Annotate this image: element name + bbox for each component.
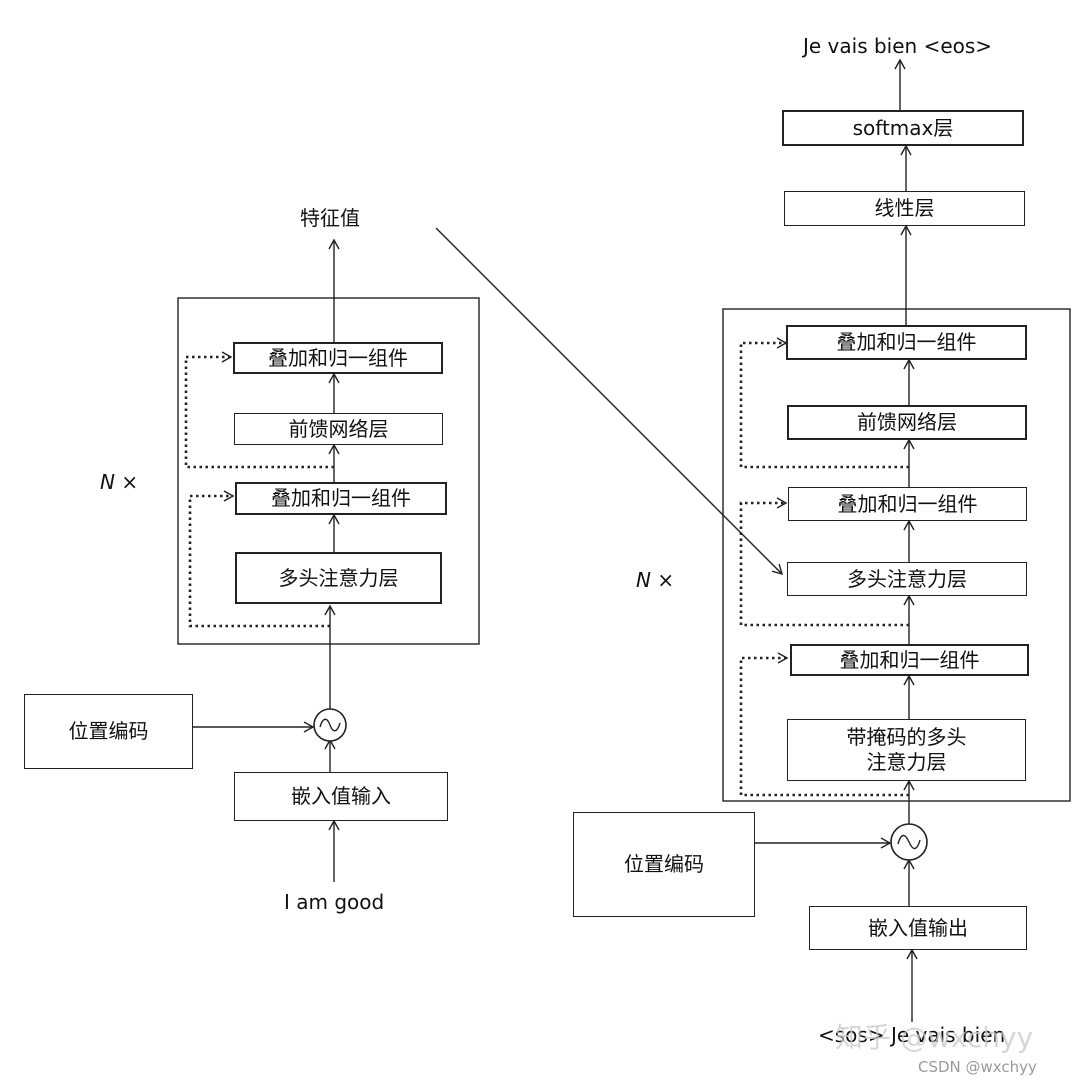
enc-sine-icon xyxy=(319,718,341,732)
dec-residual-3 xyxy=(739,337,909,469)
zhihu-watermark: 知乎 @wxchyy xyxy=(835,1021,1034,1054)
decoder-input-text: <sos> Je vais bien xyxy=(818,1023,1006,1047)
enc-residual-2 xyxy=(184,351,334,469)
dec-positional-encoding-box: 位置编码 xyxy=(573,812,755,917)
dec-softmax-box: softmax层 xyxy=(782,110,1024,146)
enc-add-norm-top-box: 叠加和归一组件 xyxy=(233,342,443,374)
dec-masked-attention-line2: 注意力层 xyxy=(866,750,947,774)
dec-linear-box: 线性层 xyxy=(784,191,1025,226)
cross-attention-arrow xyxy=(435,227,784,576)
dec-output-embedding-box: 嵌入值输出 xyxy=(809,906,1027,950)
encoder-stack-count: N × xyxy=(100,470,139,494)
dec-add-norm-top-box: 叠加和归一组件 xyxy=(786,325,1027,360)
enc-feed-forward-box: 前馈网络层 xyxy=(234,413,443,445)
csdn-watermark: CSDN @wxchyy xyxy=(918,1058,1037,1076)
dec-masked-attention-box: 带掩码的多头 注意力层 xyxy=(787,719,1026,781)
decoder-stack-frame xyxy=(722,308,1071,802)
dec-add-norm-bottom-box: 叠加和归一组件 xyxy=(790,644,1029,676)
dec-residual-2 xyxy=(739,497,909,627)
enc-positional-encoding-box: 位置编码 xyxy=(24,694,193,769)
enc-residual-1 xyxy=(188,490,330,628)
dec-masked-attention-line1: 带掩码的多头 xyxy=(846,725,967,749)
encoder-input-text: I am good xyxy=(284,890,385,914)
dec-sine-icon xyxy=(897,834,921,850)
dec-residual-1 xyxy=(739,652,909,797)
dec-multi-head-attention-box: 多头注意力层 xyxy=(787,562,1027,596)
decoder-stack-count: N × xyxy=(636,568,675,592)
encoder-stack-frame xyxy=(177,297,480,645)
enc-input-embedding-box: 嵌入值输入 xyxy=(234,772,448,821)
dec-feed-forward-box: 前馈网络层 xyxy=(787,405,1027,440)
enc-add-norm-bottom-box: 叠加和归一组件 xyxy=(235,482,447,515)
encoder-output-label: 特征值 xyxy=(300,206,360,230)
decoder-output-text: Je vais bien <eos> xyxy=(803,34,993,58)
enc-multi-head-attention-box: 多头注意力层 xyxy=(235,552,442,604)
dec-add-norm-middle-box: 叠加和归一组件 xyxy=(788,487,1027,521)
